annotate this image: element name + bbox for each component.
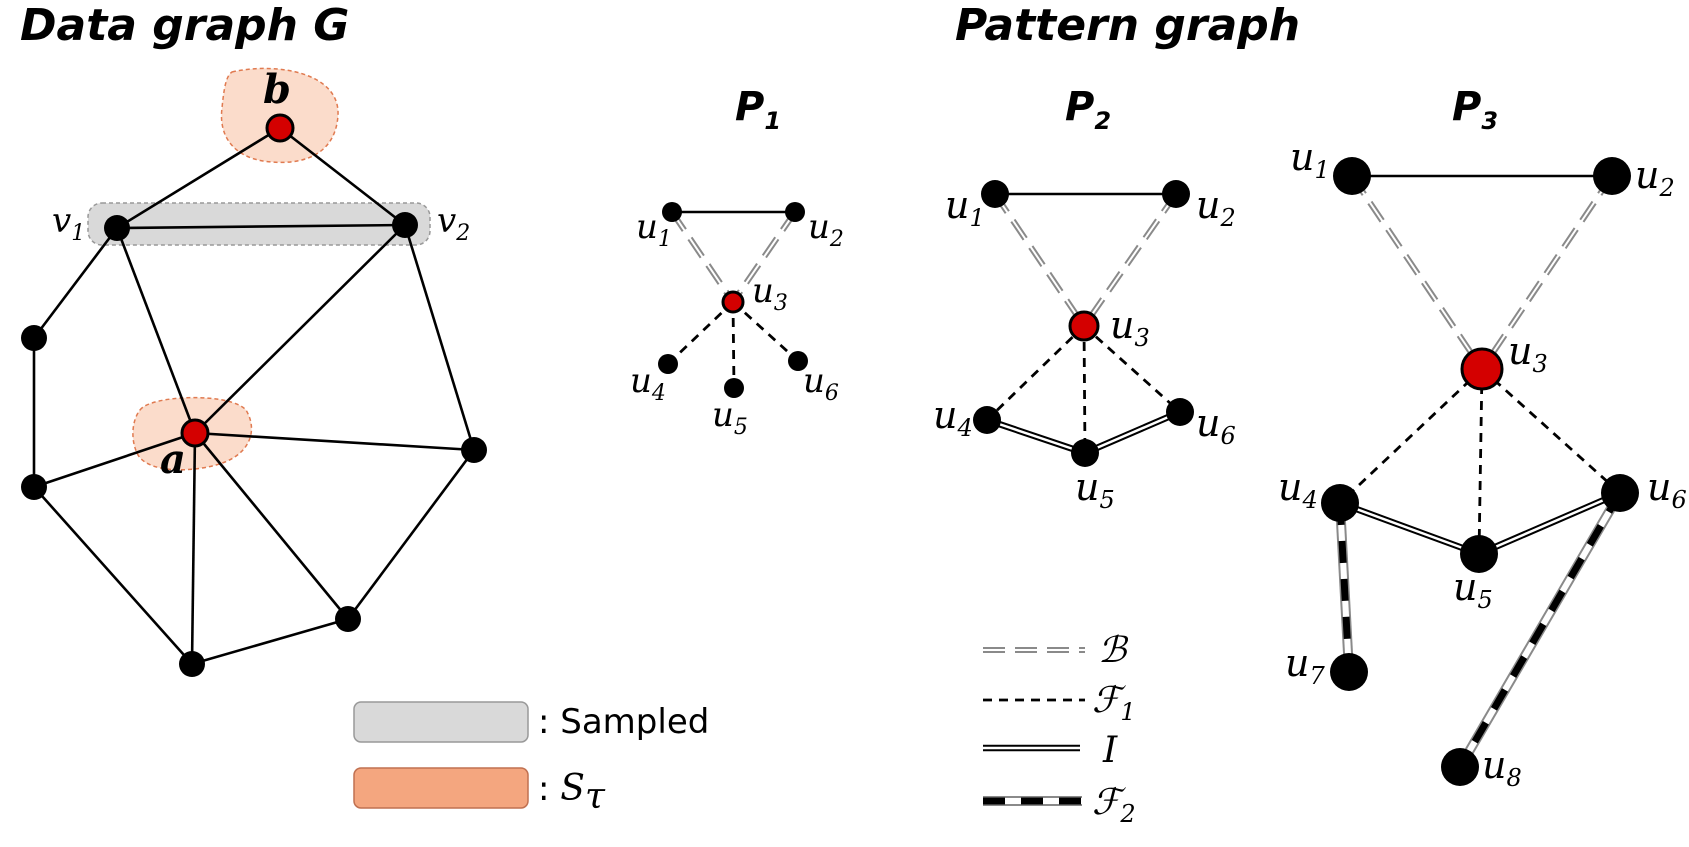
node-n2 (21, 474, 47, 500)
p1-node-u6 (788, 351, 808, 371)
p2-edge-u3-u5 (1082, 325, 1087, 454)
edge-a-n4 (193, 432, 350, 620)
p2-label-u5: u5 (1075, 465, 1115, 514)
legend-sampled-swatch (353, 701, 529, 743)
p3-node-u7 (1330, 653, 1368, 691)
edge-a-n5 (190, 432, 197, 665)
p3-node-u6 (1601, 474, 1639, 512)
edge-n2-a (33, 431, 196, 489)
p2-label-u4: u4 (933, 393, 973, 442)
p3-node-u2 (1593, 157, 1631, 195)
legend-left: : Sampled : Sτ (353, 701, 709, 817)
p2-node-u6 (1166, 398, 1194, 426)
edge-v2-a (194, 224, 406, 434)
edge-v1-a (115, 227, 197, 434)
edge-n4-n5 (191, 617, 349, 666)
p2-node-u5 (1071, 439, 1099, 467)
pattern-p3: u1 u2 u3 u4 u5 u6 u7 u8 (1278, 135, 1687, 792)
p1-edge-u3-u5 (731, 301, 736, 389)
p3-label-u5: u5 (1453, 565, 1493, 614)
p1-node-u5 (724, 378, 744, 398)
pattern-p3-title: P3 (1452, 84, 1498, 135)
p2-edge-u3-u4 (986, 324, 1085, 422)
edge-a-n3 (194, 431, 475, 452)
p2-edge-u3-u6 (1083, 324, 1181, 414)
edge-v1-n1 (32, 227, 119, 339)
p3-label-u3: u3 (1508, 329, 1548, 378)
data-graph: b a v1 v2 (21, 66, 487, 677)
p3-node-u3 (1460, 347, 1504, 391)
node-a (180, 418, 210, 448)
node-n4 (335, 606, 361, 632)
p1-edge-u3-u4 (667, 300, 734, 366)
edge-v2-n3 (403, 224, 476, 451)
p3-edge-u3-u4 (1339, 367, 1483, 505)
p3-edge-u3-u6 (1481, 367, 1621, 495)
pattern-p1-title: P1 (735, 84, 781, 135)
node-v1 (104, 215, 130, 241)
p2-label-u6: u6 (1196, 401, 1236, 450)
p1-node-u2 (785, 202, 805, 222)
edge-n2-n5 (33, 486, 193, 665)
p3-label-u1: u1 (1290, 135, 1330, 184)
legend-f2-label: ℱ2 (1092, 782, 1136, 828)
p3-label-u7: u7 (1285, 641, 1325, 690)
pattern-p2-title: P2 (1065, 84, 1111, 135)
node-b (265, 113, 295, 143)
p1-node-u1 (662, 202, 682, 222)
p3-edge-u3-u5 (1477, 368, 1484, 555)
p2-label-u2: u2 (1196, 183, 1236, 232)
p2-node-u2 (1162, 180, 1190, 208)
p2-label-u3: u3 (1110, 303, 1150, 352)
p1-node-u4 (658, 354, 678, 374)
legend-right: ℬ ℱ1 I ℱ2 (983, 630, 1136, 828)
legend-b-label: ℬ (1098, 630, 1129, 671)
p3-node-u5 (1460, 535, 1498, 573)
sampled-region-v1-v2 (87, 202, 431, 246)
label-v2: v2 (437, 201, 470, 246)
edge-b-v2 (279, 126, 406, 227)
pattern-p1: u1 u2 u3 u4 u5 u6 (630, 202, 844, 440)
p2-label-u1: u1 (945, 183, 985, 232)
p1-label-u2: u2 (808, 207, 844, 252)
p2-node-u1 (981, 180, 1009, 208)
legend-s-tau-label: : Sτ (538, 768, 606, 817)
edge-b-v1 (116, 126, 281, 230)
p1-node-u3 (721, 290, 745, 314)
node-n3 (461, 437, 487, 463)
label-b: b (263, 66, 291, 113)
edge-n3-n4 (346, 449, 476, 620)
node-v2 (392, 212, 418, 238)
legend-sampled-label: : Sampled (538, 702, 709, 742)
legend-s-tau-swatch (353, 767, 529, 809)
p3-node-u1 (1333, 157, 1371, 195)
p1-label-u6: u6 (803, 361, 839, 406)
p1-label-u4: u4 (630, 361, 666, 406)
legend-i-label: I (1102, 730, 1118, 771)
p3-node-u4 (1321, 484, 1359, 522)
p3-node-u8 (1441, 748, 1479, 786)
p1-label-u3: u3 (752, 271, 788, 316)
p2-node-u4 (973, 406, 1001, 434)
pattern-p2: u1 u2 u3 u4 u5 u6 (933, 180, 1236, 514)
node-n5 (179, 651, 205, 677)
node-n1 (21, 325, 47, 351)
p2-node-u3 (1068, 310, 1100, 342)
label-a: a (160, 436, 186, 483)
label-v1: v1 (52, 201, 85, 246)
p3-label-u2: u2 (1635, 153, 1675, 202)
p1-label-u5: u5 (712, 395, 748, 440)
p3-label-u8: u8 (1482, 743, 1522, 792)
pattern-graph-title: Pattern graph (955, 0, 1300, 51)
p1-label-u1: u1 (636, 207, 672, 252)
p3-label-u4: u4 (1278, 465, 1318, 514)
legend-f1-label: ℱ1 (1092, 680, 1136, 726)
p3-label-u6: u6 (1647, 465, 1687, 514)
edge-v1-v2 (116, 223, 406, 230)
data-graph-title: Data graph G (20, 0, 349, 51)
